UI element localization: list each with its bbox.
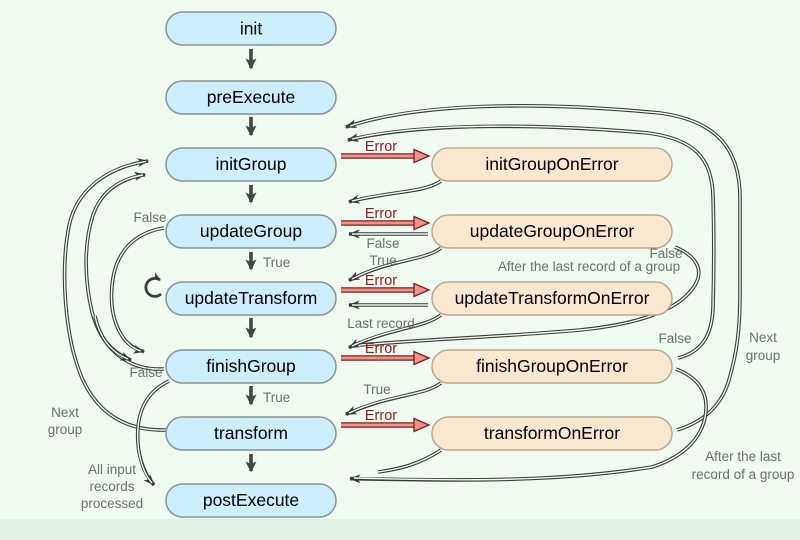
node-updatetransformonerror: [431, 281, 673, 316]
label-false-updategrouponerror-right: False: [649, 246, 682, 261]
label-next-group-left-line1: Next: [51, 405, 79, 420]
node-label-transformonerror: transformOnError: [484, 423, 620, 443]
error-label-transform: Error: [365, 408, 397, 424]
error-label-initgroup: Error: [365, 139, 397, 155]
lifecycle-nodes: [165, 11, 337, 518]
edge-transformonerror-to-postexecute: [377, 448, 442, 474]
edge-initgrouponerror-to-updategroup: [348, 179, 443, 204]
node-initgrouponerror: [431, 147, 673, 182]
error-arrows: [341, 148, 431, 433]
node-label-updategroup: updateGroup: [200, 221, 302, 241]
edge-finishgroup-to-postexecute: [135, 379, 170, 487]
error-label-updategroup: Error: [365, 206, 397, 222]
node-preexecute: [165, 80, 337, 115]
label-after-last-bottom-line1: After the last: [705, 449, 781, 464]
edge-transformonerror-to-initgroup-next-group: [345, 104, 742, 432]
label-true-updategroup-chain: True: [263, 255, 290, 270]
node-label-updategrouponerror: updateGroupOnError: [470, 221, 635, 241]
label-last-record: Last record: [347, 316, 415, 331]
error-arrow-updategroup: [341, 215, 431, 231]
label-true-finishgroup-chain: True: [263, 390, 290, 405]
label-false-updategrouponerror: False: [366, 236, 399, 251]
updatetransform-self-loop-icon: [144, 272, 162, 298]
node-postexecute: [165, 483, 337, 518]
label-next-group-left-line2: group: [48, 422, 83, 437]
edge-merge-into-finishgroup: [93, 315, 132, 362]
edge-updategrouponerror-to-updatetransform-true: [348, 246, 443, 282]
edge-updatetransformonerror-to-finishgroup: [348, 313, 443, 350]
edge-updategroup-to-finishgroup-false: [109, 226, 165, 354]
node-label-initgrouponerror: initGroupOnError: [485, 154, 618, 174]
node-finishgrouponerror: [431, 349, 673, 384]
label-true-finishgrouponerror: True: [363, 382, 390, 397]
node-label-updatetransformonerror: updateTransformOnError: [455, 288, 650, 308]
edge-finishgrouponerror-to-transform-true: [345, 381, 443, 417]
node-finishgroup: [165, 349, 337, 384]
label-false-finishgroup: False: [129, 365, 162, 380]
node-updategrouponerror: [431, 214, 673, 249]
label-after-last-record-full: After the last record of a group: [498, 259, 680, 274]
node-transformonerror: [431, 416, 673, 451]
label-all-input-line1: All input: [88, 462, 136, 477]
label-next-group-right-line2: group: [746, 348, 781, 363]
label-after-last-bottom-line2: record of a group: [692, 467, 795, 482]
edge-updategrouponerror-to-finishgroup: [359, 245, 701, 347]
node-updatetransform: [165, 281, 337, 316]
label-all-input-line3: processed: [81, 496, 143, 511]
error-label-updatetransform: Error: [365, 273, 397, 289]
label-false-finishgrouponerror: False: [658, 331, 691, 346]
node-label-finishgroup: finishGroup: [206, 356, 296, 376]
node-label-updatetransform: updateTransform: [185, 288, 318, 308]
node-transform: [165, 416, 337, 451]
edge-finishgrouponerror-to-initgroup-false: [347, 124, 716, 360]
error-label-finishgroup: Error: [365, 341, 397, 357]
label-true-updategrouponerror: True: [369, 253, 396, 268]
node-init: [165, 11, 337, 46]
error-nodes: [431, 147, 673, 451]
node-initgroup: [165, 147, 337, 182]
node-label-initgroup: initGroup: [215, 154, 286, 174]
node-label-transform: transform: [214, 423, 288, 443]
node-updategroup: [165, 214, 337, 249]
error-arrow-transform: [341, 417, 431, 433]
label-all-input-line2: records: [89, 479, 134, 494]
node-label-init: init: [240, 19, 263, 39]
node-label-postexecute: postExecute: [203, 490, 299, 510]
node-label-finishgrouponerror: finishGroupOnError: [476, 356, 628, 376]
error-arrow-updatetransform: [341, 282, 431, 298]
node-label-preexecute: preExecute: [207, 87, 296, 107]
label-false-updategroup: False: [133, 210, 166, 225]
error-arrow-initgroup: [341, 148, 431, 164]
error-arrow-finishgroup: [341, 350, 431, 366]
footer-strip: [0, 519, 800, 540]
edge-transform-to-initgroup-next-group: [62, 158, 167, 432]
label-next-group-right-line1: Next: [749, 330, 777, 345]
edge-finishgrouponerror-to-postexecute: [349, 367, 708, 484]
